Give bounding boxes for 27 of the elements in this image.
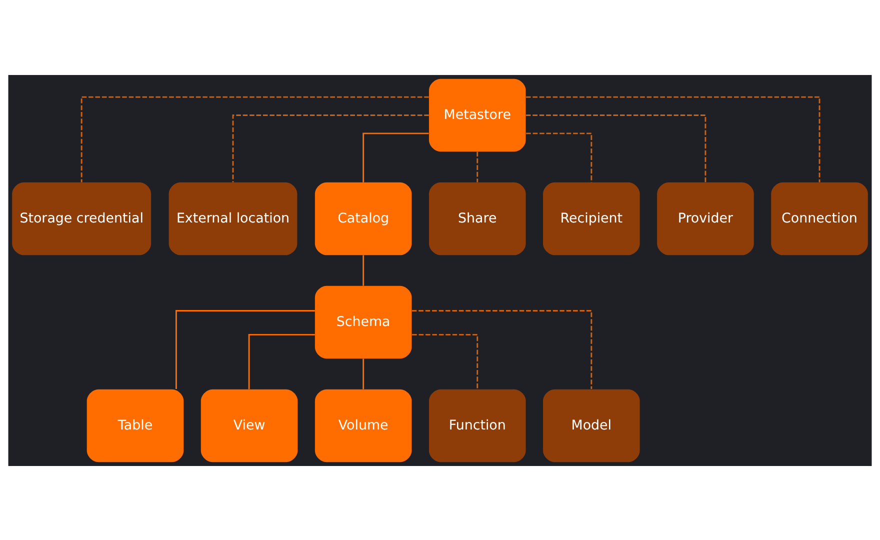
node-box: Model — [543, 388, 640, 462]
connector — [476, 151, 478, 182]
connector — [80, 96, 429, 182]
node-box: Storage credential — [12, 182, 152, 255]
node-box: Connection — [771, 182, 868, 255]
node-box: Share — [428, 182, 526, 255]
node-box: Catalog — [314, 182, 412, 255]
connector — [248, 333, 315, 389]
connector — [362, 254, 364, 286]
connector — [412, 333, 478, 389]
connector — [412, 310, 592, 389]
node-box: Table — [86, 388, 184, 462]
node-box: External location — [168, 182, 298, 255]
connector — [526, 132, 592, 182]
node-box: Schema — [314, 285, 412, 358]
node-box: Function — [428, 388, 526, 462]
node-box: Recipient — [543, 182, 640, 255]
node-box: Volume — [314, 388, 412, 462]
node-box: Metastore — [428, 78, 526, 152]
connector — [526, 96, 820, 182]
connector — [526, 114, 706, 182]
connector — [176, 310, 315, 389]
node-box: View — [200, 388, 298, 462]
node-box: Provider — [657, 182, 754, 255]
connector — [232, 114, 429, 182]
connector — [362, 358, 364, 389]
connector — [362, 132, 429, 182]
